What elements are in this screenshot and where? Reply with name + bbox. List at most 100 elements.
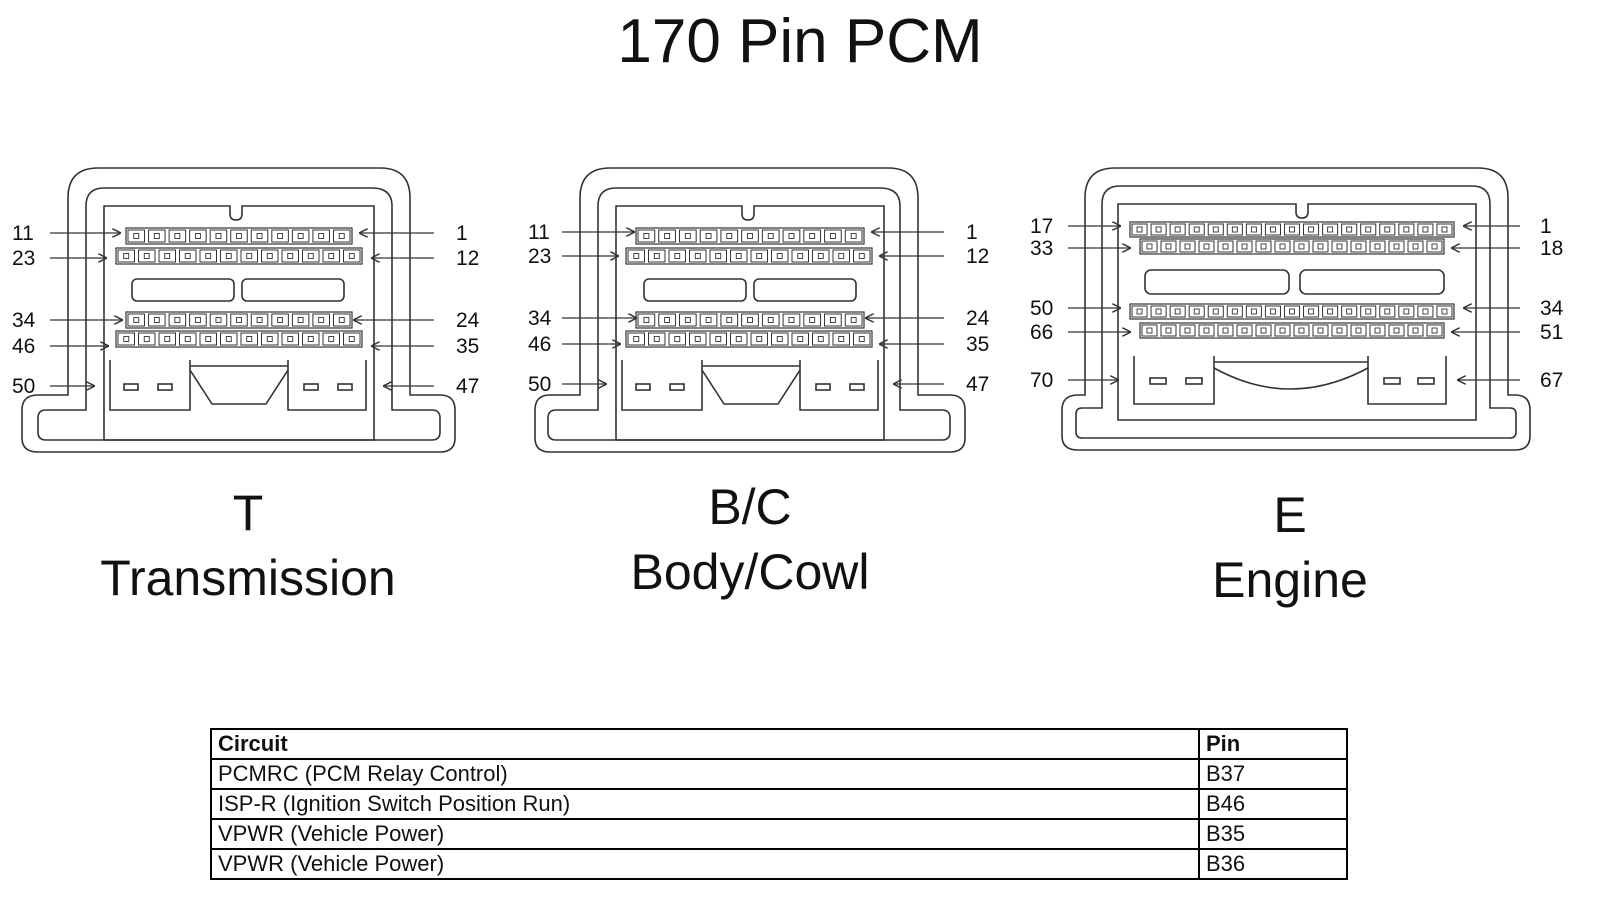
pin-cavity bbox=[312, 313, 330, 327]
pin-contact bbox=[1193, 308, 1200, 315]
pin-cavity bbox=[637, 229, 656, 243]
pin-cavity bbox=[1388, 240, 1405, 253]
pin-cavity bbox=[1398, 305, 1415, 318]
connector-t-housing bbox=[21, 167, 456, 453]
pin-cavity bbox=[117, 332, 135, 346]
connector-e-name: Engine bbox=[1212, 552, 1368, 608]
pin-cavity bbox=[1188, 305, 1205, 318]
pin-cavity bbox=[844, 229, 863, 243]
pin-contact bbox=[767, 317, 774, 323]
pin-cavity bbox=[291, 229, 310, 243]
pin-cavity bbox=[668, 249, 686, 263]
pin-contact bbox=[850, 233, 857, 239]
pin-contact bbox=[1212, 308, 1219, 315]
pin-header: Pin bbox=[1198, 728, 1348, 760]
pin-contact bbox=[1298, 327, 1305, 334]
pin-cavity bbox=[771, 249, 789, 263]
pin-contact bbox=[318, 233, 325, 239]
pin-cavity bbox=[322, 332, 340, 346]
pin-cavity bbox=[1160, 324, 1177, 337]
connector-t-letter: T bbox=[232, 485, 264, 541]
pin-contact bbox=[1250, 308, 1257, 315]
pin-cavity bbox=[1179, 240, 1196, 253]
pin-contact bbox=[123, 336, 130, 342]
pin-contact bbox=[1231, 308, 1238, 315]
pin-number-left: 70 bbox=[1030, 369, 1053, 392]
pin-contact bbox=[643, 317, 650, 323]
pin-cavity bbox=[209, 229, 228, 243]
pin-cavity bbox=[1322, 305, 1339, 318]
pin-contact bbox=[1317, 327, 1324, 334]
pin-contact bbox=[1393, 243, 1400, 250]
pin-cavity bbox=[1331, 324, 1348, 337]
pin-cavity bbox=[1245, 223, 1262, 236]
pin-cavity bbox=[750, 249, 768, 263]
pin-contact bbox=[1136, 226, 1143, 233]
pin-cavity bbox=[1407, 324, 1424, 337]
pin-contact bbox=[838, 336, 845, 342]
pin-contact bbox=[809, 317, 816, 323]
pin-cavity bbox=[1426, 240, 1443, 253]
pin-cavity bbox=[312, 229, 330, 243]
pin-callouts: 1123344650112243547112334465011224354717… bbox=[12, 215, 1564, 398]
pin-cavity bbox=[332, 229, 351, 243]
pin-cavity bbox=[230, 229, 248, 243]
pin-contact bbox=[684, 233, 691, 239]
pin-contact bbox=[338, 233, 345, 239]
connector-bc-label: B/C Body/Cowl bbox=[590, 474, 910, 604]
pin-contact bbox=[817, 336, 824, 342]
pin-contact bbox=[797, 336, 804, 342]
pin-number-right: 35 bbox=[966, 333, 989, 356]
connector-bc-pins bbox=[625, 227, 873, 348]
pin-cavity bbox=[343, 249, 361, 263]
pin-contact bbox=[1193, 226, 1200, 233]
pin-number-left: 50 bbox=[1030, 297, 1053, 320]
pin-cavity bbox=[1360, 223, 1377, 236]
pin-number-right: 35 bbox=[456, 335, 479, 358]
connector-t-name: Transmission bbox=[100, 550, 396, 606]
pin-contact bbox=[1355, 243, 1362, 250]
pin-cavity bbox=[148, 229, 166, 243]
pin-cavity bbox=[158, 249, 176, 263]
pin-contact bbox=[256, 317, 263, 323]
pin-cavity bbox=[1226, 223, 1243, 236]
pin-cell: B36 bbox=[1198, 848, 1348, 880]
pin-cavity bbox=[179, 332, 197, 346]
pin-cavity bbox=[1169, 223, 1186, 236]
pin-cavity bbox=[168, 229, 187, 243]
pin-cavity bbox=[1417, 223, 1434, 236]
pin-contact bbox=[1355, 327, 1362, 334]
pin-cavity bbox=[1379, 305, 1396, 318]
pin-cavity bbox=[1369, 240, 1386, 253]
pin-contact bbox=[1279, 243, 1286, 250]
pin-cavity bbox=[1322, 223, 1339, 236]
pin-contact bbox=[776, 336, 783, 342]
pin-contact bbox=[1269, 226, 1276, 233]
pin-cavity bbox=[332, 313, 351, 327]
pin-cavity bbox=[1274, 240, 1291, 253]
pin-cavity bbox=[127, 229, 146, 243]
pin-contact bbox=[767, 233, 774, 239]
table-row: ISP-R (Ignition Switch Position Run) B46 bbox=[210, 788, 1348, 820]
pin-contact bbox=[715, 336, 722, 342]
pin-cavity bbox=[1303, 223, 1320, 236]
pin-cavity bbox=[812, 332, 830, 346]
pin-cavity bbox=[782, 313, 801, 327]
pin-number-left: 66 bbox=[1030, 321, 1053, 344]
pin-contact bbox=[1250, 226, 1257, 233]
pin-cavity bbox=[648, 249, 666, 263]
pin-cavity bbox=[230, 313, 248, 327]
pin-cavity bbox=[1188, 223, 1205, 236]
pin-number-left: 34 bbox=[12, 309, 36, 332]
pin-cavity bbox=[302, 332, 320, 346]
pin-contact bbox=[123, 253, 130, 259]
pin-contact bbox=[1412, 327, 1419, 334]
pin-contact bbox=[1393, 327, 1400, 334]
pin-contact bbox=[1327, 226, 1334, 233]
pin-cavity bbox=[302, 249, 320, 263]
pin-contact bbox=[236, 317, 242, 323]
pin-contact bbox=[694, 336, 701, 342]
pin-contact bbox=[225, 336, 232, 342]
pin-cavity bbox=[1198, 240, 1215, 253]
pin-contact bbox=[297, 317, 304, 323]
